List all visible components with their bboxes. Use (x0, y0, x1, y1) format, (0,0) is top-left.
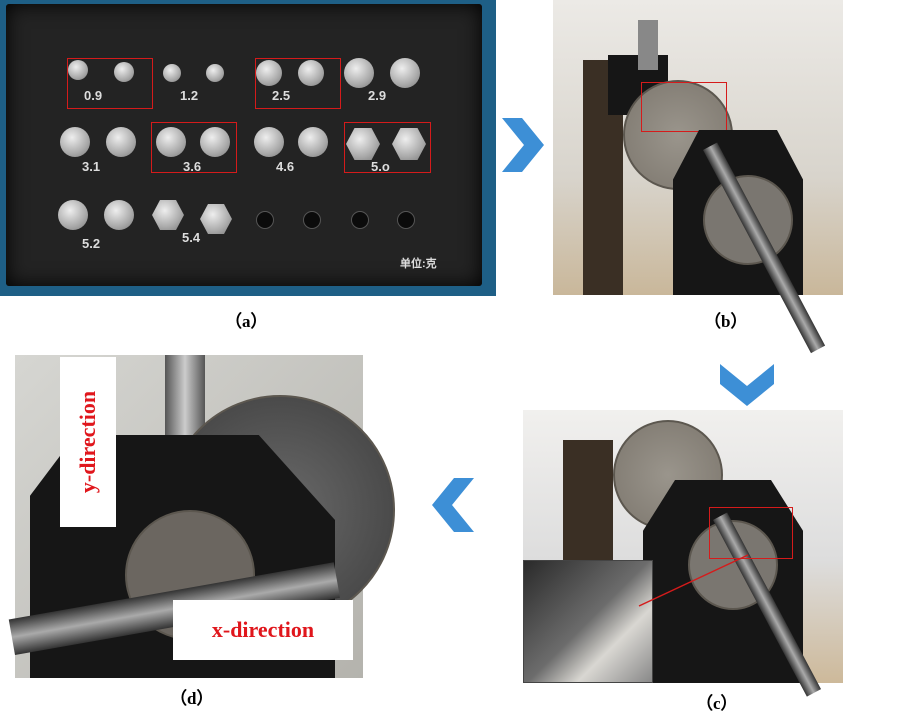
mass-label: 2.5 (272, 88, 291, 103)
caption-d: （d） (170, 689, 214, 708)
highlight-box (151, 122, 237, 173)
caption-b: （b） (704, 312, 748, 331)
highlight-box (255, 58, 341, 109)
screw (58, 200, 88, 230)
y-direction-text: y-direction (75, 390, 100, 494)
screw (200, 127, 230, 157)
hex-bolt (152, 200, 184, 230)
mass-label: 4.6 (276, 159, 295, 174)
screw (68, 60, 88, 80)
mass-label: 3.6 (183, 159, 202, 174)
chevron-left-arrow-icon (432, 478, 474, 532)
highlight-box (641, 82, 727, 132)
mass-label: 5.4 (182, 230, 201, 245)
panel-c-rub-point-photo (523, 410, 843, 697)
screw (156, 127, 186, 157)
screw (298, 127, 328, 157)
screw (114, 62, 134, 82)
screw (163, 64, 181, 82)
screw (344, 58, 374, 88)
screw (298, 60, 324, 86)
highlight-box (67, 58, 153, 109)
screw-board (6, 4, 482, 286)
sensor-mount (638, 20, 658, 70)
unit-label: 单位:克 (400, 258, 437, 270)
panel-a-screw-mass-board-photo: 0.9 1.2 2.5 2.9 3.1 3.6 4.6 5.o 5.2 5.4 … (0, 0, 496, 296)
chevron-right-arrow-icon (502, 118, 544, 172)
zoom-inset (523, 560, 653, 683)
screw (60, 127, 90, 157)
mass-label: 5.2 (82, 236, 101, 251)
highlight-box (344, 122, 431, 173)
y-direction-label: y-direction (60, 357, 116, 527)
callout-line (638, 554, 749, 607)
screw (254, 127, 284, 157)
mass-label: 5.o (371, 159, 390, 174)
mass-label: 1.2 (180, 88, 199, 103)
caption-c: （c） (696, 694, 738, 713)
screw (106, 127, 136, 157)
empty-hole (256, 211, 274, 229)
hex-bolt (200, 204, 232, 234)
empty-hole (351, 211, 369, 229)
x-direction-label: x-direction (173, 600, 353, 660)
screw (256, 60, 282, 86)
mass-label: 3.1 (82, 159, 101, 174)
screw (206, 64, 224, 82)
panel-d-direction-closeup-photo: y-direction x-direction (8, 355, 395, 678)
screw (390, 58, 420, 88)
empty-hole (303, 211, 321, 229)
caption-a: （a） (225, 312, 268, 331)
chevron-down-arrow-icon (720, 364, 774, 406)
mass-label: 0.9 (84, 88, 103, 103)
highlight-box (709, 507, 793, 559)
empty-hole (397, 211, 415, 229)
panel-b-test-rig-photo (553, 0, 843, 354)
screw (104, 200, 134, 230)
mass-label: 2.9 (368, 88, 387, 103)
